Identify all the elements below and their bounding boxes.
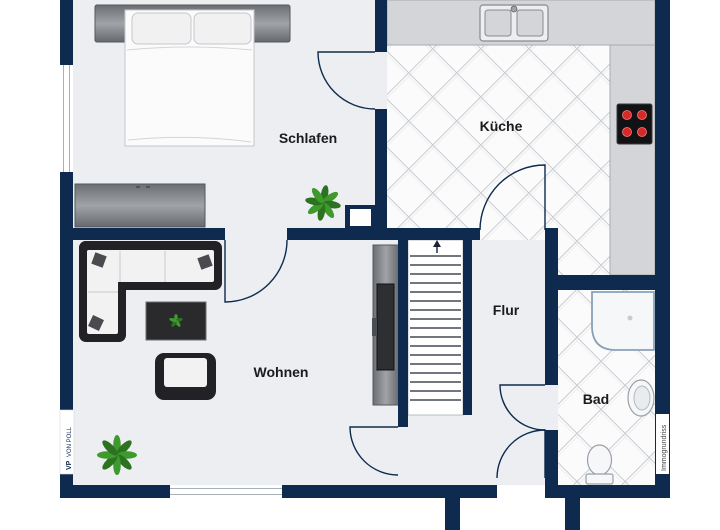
plant-leaf — [322, 191, 339, 204]
stair-steps — [410, 255, 461, 401]
armchair — [155, 353, 216, 400]
stove-top — [616, 103, 653, 145]
plant-leaf — [102, 440, 118, 456]
window-bottom-panes — [170, 488, 282, 495]
von-poll-logo: VP VON POLL — [59, 409, 75, 475]
stove-burner — [622, 110, 632, 120]
potted-plant-living-room — [97, 435, 137, 475]
wall-bedroom-living-right — [287, 228, 480, 240]
plant-leaf — [102, 454, 118, 470]
sofa-pillow — [197, 254, 213, 270]
room-label-kueche: Küche — [480, 118, 523, 134]
plant-leaf — [169, 317, 177, 323]
stove-burner — [622, 127, 632, 137]
wall-bedroom-kitchen-lower — [375, 109, 387, 240]
room-label-flur: Flur — [493, 302, 520, 318]
plant-leaf — [311, 187, 324, 204]
watermark: Immogrundriss — [656, 414, 669, 474]
stair-arrow-icon — [433, 240, 441, 247]
window-left — [60, 65, 73, 172]
coffee-table — [145, 301, 207, 341]
washbasin — [627, 379, 655, 417]
wall-bottom-right — [545, 485, 670, 498]
doors — [224, 51, 546, 479]
wall-vestibule-right — [565, 498, 580, 530]
armchair-seat — [164, 358, 207, 387]
sofa-seams — [88, 251, 166, 293]
logo-monogram: VP — [66, 460, 73, 470]
bed-duvet-fold — [126, 46, 253, 51]
tv-stand — [372, 318, 377, 336]
bed-pillow-left — [131, 12, 192, 45]
double-bed — [94, 4, 291, 147]
stove-burner — [637, 110, 647, 120]
wall-kitchen-bath — [558, 275, 655, 290]
table-plant — [169, 314, 183, 327]
shower — [591, 291, 655, 351]
potted-plant-bedroom — [305, 185, 341, 221]
staircase — [407, 239, 464, 416]
sofa-pillow — [88, 315, 104, 331]
window-bottom — [170, 485, 282, 498]
sofa-pillow — [91, 252, 107, 268]
bed-duvet-edge — [127, 136, 252, 143]
stove-burner — [637, 127, 647, 137]
room-label-wohnen: Wohnen — [254, 364, 309, 380]
door-entrance — [496, 429, 546, 479]
bed-pillow-right — [193, 12, 252, 45]
plant-leaf — [116, 454, 132, 470]
wardrobe-body — [74, 183, 206, 228]
kitchen-sink — [479, 4, 549, 42]
window-left-frame — [60, 65, 73, 172]
television — [376, 283, 395, 371]
washbasin-bowl — [633, 385, 651, 411]
wall-vestibule-left — [445, 498, 460, 530]
toilet — [585, 444, 614, 485]
window-left-panes — [63, 65, 70, 172]
wall-bedroom-kitchen-upper — [375, 0, 387, 52]
kitchen-counter-right — [609, 44, 656, 276]
wall-hall-bath-lower — [545, 430, 558, 485]
wall-right-outer — [655, 0, 670, 498]
wall-bedroom-living-left — [73, 228, 225, 240]
sofa-seat-horizontal — [87, 250, 214, 282]
wall-stair-left — [398, 240, 408, 427]
tv-sideboard — [372, 244, 400, 406]
wall-stair-right — [463, 240, 472, 415]
toilet-bowl — [586, 444, 613, 476]
shower-drain-icon — [627, 315, 633, 321]
logo-name: VON POLL — [67, 426, 73, 457]
room-label-schlafen: Schlafen — [279, 130, 337, 146]
corner-sofa — [79, 241, 222, 342]
door-kitchen — [479, 164, 546, 231]
faucet-icon — [510, 5, 518, 13]
plant-leaf — [322, 202, 335, 219]
door-living-hall — [349, 426, 399, 476]
wall-hall-bath-upper — [545, 228, 558, 385]
wardrobe — [74, 183, 206, 228]
toilet-tank — [585, 473, 614, 485]
watermark-text: Immogrundriss — [661, 424, 668, 471]
room-label-bad: Bad — [583, 391, 609, 407]
plant-leaf — [116, 440, 132, 456]
door-living-room — [224, 239, 288, 303]
door-bedroom — [317, 51, 376, 110]
sink-basin-left — [484, 9, 512, 37]
walls — [60, 0, 670, 530]
stove — [616, 103, 653, 145]
shower-tray — [591, 291, 655, 351]
shaft-inner — [350, 209, 371, 226]
window-bottom-frame — [170, 485, 282, 498]
logo-background — [59, 409, 75, 475]
plant-leaf — [307, 202, 324, 215]
watermark-background — [656, 414, 669, 474]
door-bathroom — [499, 384, 546, 431]
vestibule-floor — [460, 498, 565, 530]
sink-basin-right — [516, 9, 544, 37]
